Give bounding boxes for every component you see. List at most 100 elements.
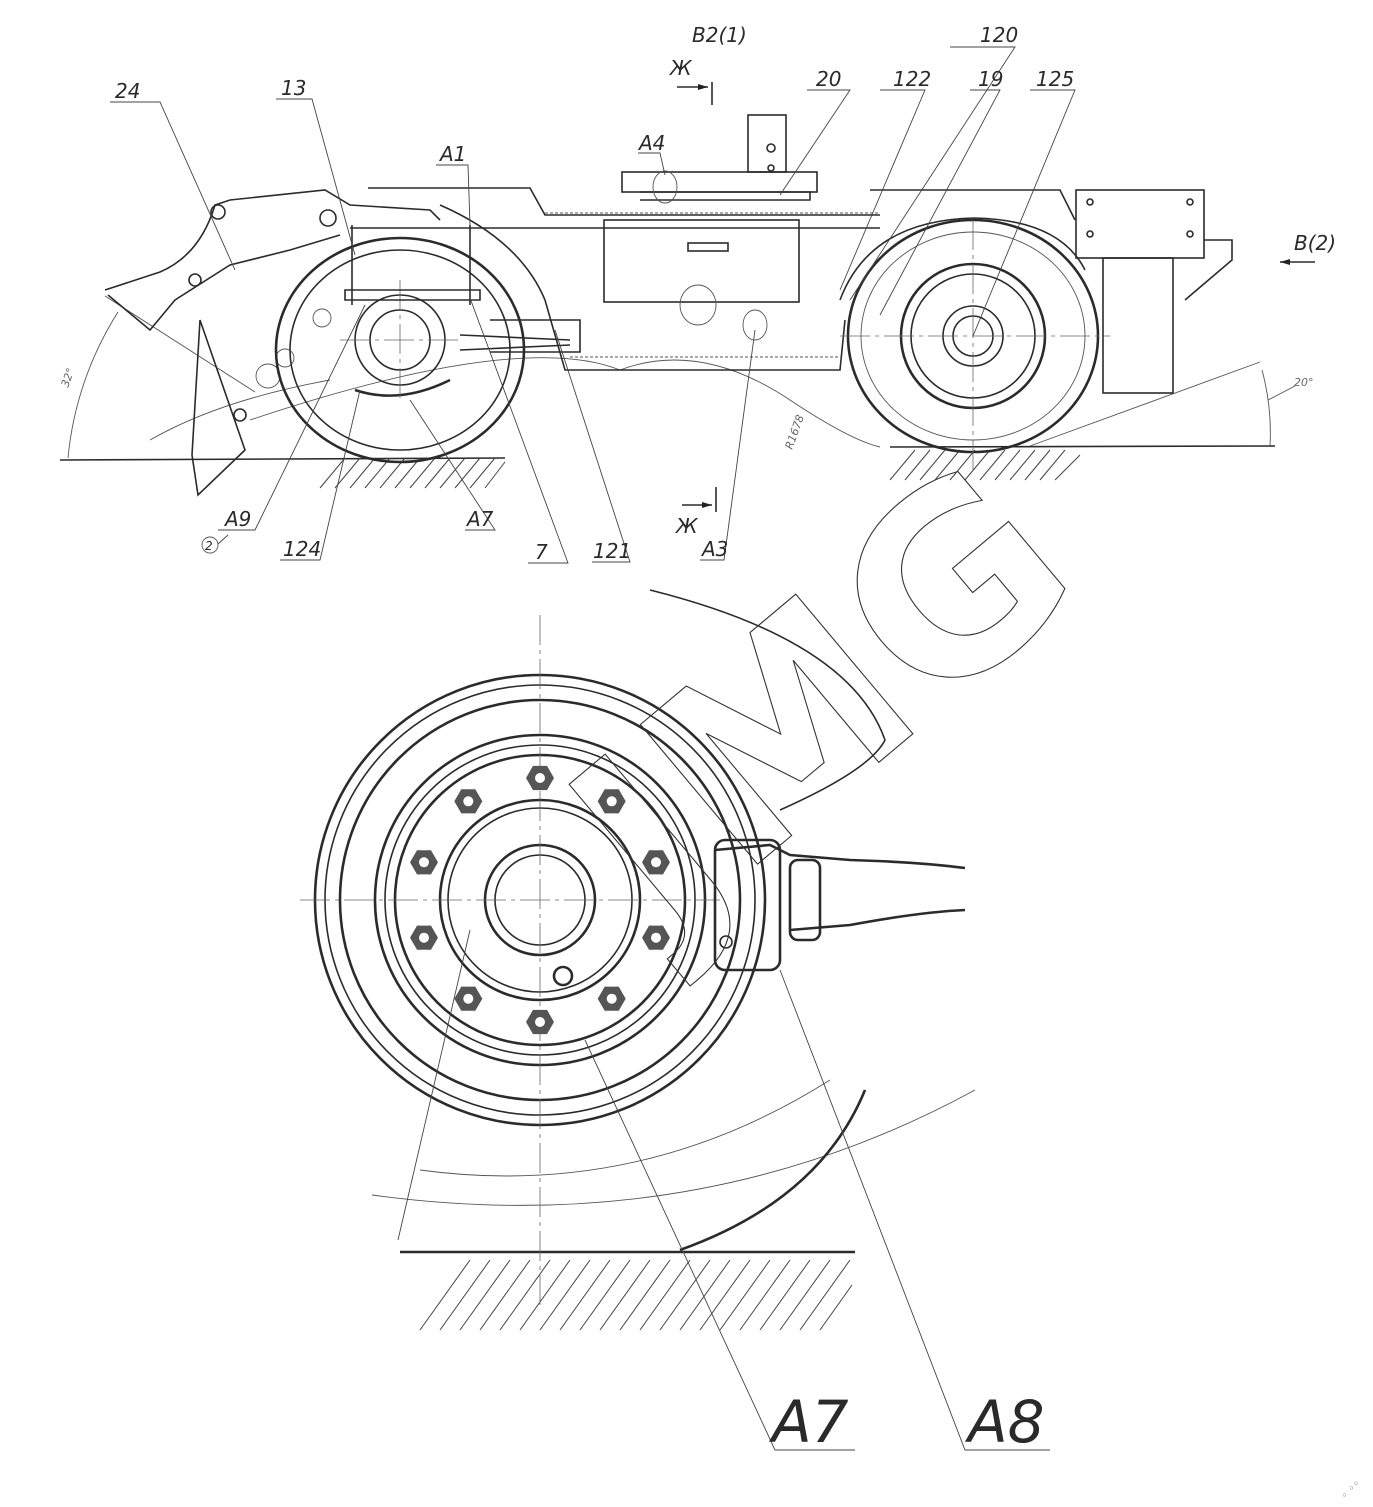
section-label-top: Ж xyxy=(668,56,693,80)
fender-lower xyxy=(679,1089,867,1252)
rear-bracket xyxy=(1184,239,1233,301)
callout-B2-1: B2(1) xyxy=(692,23,747,47)
axle-collar xyxy=(788,858,822,942)
frame-lower xyxy=(439,204,846,371)
callout-A9: A9 xyxy=(223,507,251,531)
support-leg xyxy=(191,319,246,497)
kingpin-bolt xyxy=(766,143,776,153)
front-angle-line xyxy=(104,295,256,393)
lug-nuts xyxy=(410,765,670,1035)
front-angle-arc xyxy=(67,311,119,459)
valve-stem xyxy=(552,965,574,987)
angle-rear-label: 20° xyxy=(1294,376,1314,389)
wheel-detail xyxy=(300,615,767,1310)
fender-outer xyxy=(649,589,886,811)
axle-tube-upper xyxy=(714,843,966,870)
detail-callout-A8: A8 xyxy=(964,1388,1045,1456)
callout-leaders xyxy=(110,46,1076,564)
axle-tube-lower xyxy=(789,908,966,932)
callout-121: 121 xyxy=(593,539,631,563)
fifth-wheel-plate xyxy=(621,171,818,193)
lug-nut-hole xyxy=(463,993,474,1004)
callout-122: 122 xyxy=(893,67,931,91)
lug-nut-hole xyxy=(606,993,617,1004)
callout-19: 19 xyxy=(978,67,1003,91)
rear-angle-arc xyxy=(1261,369,1271,447)
frame-upper xyxy=(368,187,880,216)
drawbar-upper xyxy=(104,189,441,291)
toolbox xyxy=(603,219,800,303)
rear-wheel xyxy=(840,218,1110,470)
lug-nut-hole xyxy=(651,932,662,943)
arrow-head-icon xyxy=(1280,259,1290,265)
clearance-arc-detail xyxy=(371,1089,976,1206)
bracket-bolt xyxy=(719,935,733,949)
lug-nut-hole xyxy=(535,1017,545,1027)
leader-A7 xyxy=(584,1039,855,1451)
detail-A4-circle xyxy=(652,170,678,204)
rear-fender xyxy=(839,217,1086,301)
callout-20: 20 xyxy=(816,67,841,91)
light-box xyxy=(1075,189,1205,259)
lug-nut-hole xyxy=(535,773,545,783)
hub-bracket xyxy=(713,838,782,972)
callout-A4: A4 xyxy=(637,131,665,155)
callout-A3: A3 xyxy=(700,537,728,561)
arrow-head-icon xyxy=(698,84,708,90)
callout-A1: A1 xyxy=(438,142,466,166)
rear-angle-leader xyxy=(1267,385,1296,401)
callout-A7: A7 xyxy=(465,507,494,531)
detail-view: JMG A7 A8 xyxy=(300,409,1126,1456)
bracket-pin xyxy=(188,273,202,287)
callout-125: 125 xyxy=(1036,67,1074,91)
leader xyxy=(397,929,471,1241)
side-elevation-view: 24 13 A1 A4 B2(1) 20 122 120 19 125 B(2)… xyxy=(59,23,1336,564)
rear-angle-line xyxy=(1029,361,1261,447)
callout-13: 13 xyxy=(281,76,306,100)
detail-A3-circle xyxy=(742,309,768,341)
ground-hatch-detail xyxy=(419,1259,853,1331)
corner-mark: ◦ ◦◦ xyxy=(1338,1477,1363,1502)
section-label-bottom: Ж xyxy=(674,514,699,538)
leg-pin xyxy=(233,408,247,422)
callout-B2: B(2) xyxy=(1294,231,1336,255)
radius-label: R1678 xyxy=(783,413,807,451)
lug-nut-hole xyxy=(606,796,617,807)
toolbox-handle xyxy=(687,242,729,252)
lightening-hole xyxy=(312,308,332,328)
ground-hatch-front xyxy=(319,457,506,489)
arrow-head-icon xyxy=(702,502,712,508)
lug-nut-hole xyxy=(651,857,662,868)
ground-line-front xyxy=(59,457,506,461)
lug-nut-hole xyxy=(463,796,474,807)
drawbar-lower xyxy=(107,234,341,332)
clearance-arc xyxy=(249,357,881,448)
kingpin-bolt xyxy=(767,164,775,172)
fender-inner xyxy=(419,1079,831,1177)
note-marker: 2 xyxy=(205,539,213,553)
callout-24: 24 xyxy=(115,79,140,103)
callout-120: 120 xyxy=(980,23,1018,47)
pivot-pin xyxy=(319,209,337,227)
front-wheel xyxy=(274,236,526,464)
rear-frame xyxy=(870,189,1076,221)
lug-nut-hole xyxy=(418,857,429,868)
ground-hatch-rear xyxy=(889,449,1081,481)
hitch-pin xyxy=(210,204,226,220)
detail-callout-A7: A7 xyxy=(768,1388,849,1456)
leader-A8 xyxy=(779,969,1050,1451)
tie-rod-end xyxy=(490,319,581,353)
plate-base xyxy=(640,191,811,201)
detail-circle xyxy=(679,284,717,326)
watermark: JMG xyxy=(508,409,1126,993)
tie-rod xyxy=(459,334,571,351)
callout-124: 124 xyxy=(283,537,321,561)
rear-underrun-bar xyxy=(1102,257,1174,394)
ground-line-rear xyxy=(889,445,1276,448)
callout-7: 7 xyxy=(535,540,548,564)
angle-front-label: 32° xyxy=(59,366,78,389)
note-marker-circle xyxy=(201,536,219,554)
kingpin-housing xyxy=(747,114,787,173)
front-spring xyxy=(344,289,481,301)
